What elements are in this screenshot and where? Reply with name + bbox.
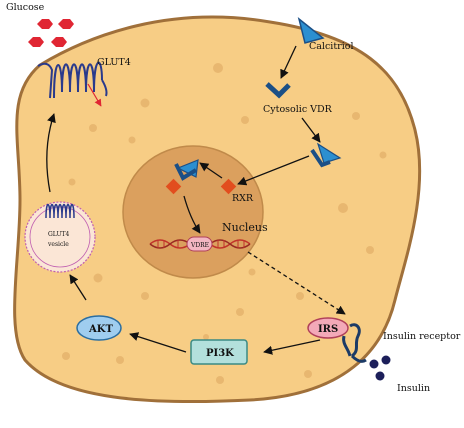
rxr-label: RXR <box>232 193 254 204</box>
glucose-molecules <box>28 19 74 47</box>
glut4-label: GLUT4 <box>97 57 131 68</box>
glut4-vesicle-label-line2: vesicle <box>47 241 69 248</box>
glucose-entry-arrow <box>87 83 102 107</box>
vesicle-to-membrane-arrow <box>46 113 56 193</box>
irs-to-pi3k-arrow <box>263 339 321 355</box>
nucleus-label: Nucleus <box>222 221 268 234</box>
calcitriol-triangle-icon <box>297 17 325 44</box>
complex-to-nucleus-arrow <box>237 155 310 186</box>
glucose-label: Glucose <box>6 2 45 13</box>
irs-label: IRS <box>318 324 338 335</box>
glucose-hexagon-icon <box>28 37 44 47</box>
insulin-dot-icon <box>375 371 385 381</box>
vesicle-glut4-protein-icon <box>45 203 75 219</box>
vdr-to-complex-arrow <box>301 117 321 143</box>
calcitriol-label: Calcitriol <box>309 41 354 52</box>
glut4-vesicle-inner-ring <box>29 206 91 268</box>
pi3k-to-akt-arrow <box>129 332 187 353</box>
glucose-hexagon-icon <box>51 37 67 47</box>
pi3k-node <box>190 339 248 365</box>
vdr-rxr-complex-icon <box>165 159 199 195</box>
rxr-to-vdr-arrow <box>199 162 223 179</box>
vdr-calcitriol-complex-icon <box>310 142 342 168</box>
vdre-to-irs-dashed-arrow <box>247 251 346 315</box>
complex-to-vdre-arrow <box>183 195 201 234</box>
akt-label: AKT <box>88 324 113 335</box>
glut4-transporter-icon <box>37 61 108 99</box>
irs-node <box>307 317 349 339</box>
insulin-dot-icon <box>381 355 391 365</box>
akt-to-vesicle-arrow <box>69 274 87 301</box>
akt-node <box>76 315 122 341</box>
insulin-molecules <box>369 355 391 381</box>
vdre-label: VDRE <box>190 242 209 249</box>
vdre-box <box>186 236 213 252</box>
rxr-diamond-icon <box>220 178 237 195</box>
glut4-vesicle-label-line1: GLUT4 <box>48 231 70 238</box>
calcitriol-to-vdr-arrow <box>280 45 297 79</box>
glut4-vesicle <box>24 201 96 273</box>
insulin-label: Insulin <box>397 383 430 394</box>
pi3k-label: PI3K <box>206 348 234 359</box>
insulin-dot-icon <box>369 359 379 369</box>
insulin-receptor-icon <box>342 323 367 363</box>
glucose-hexagon-icon <box>58 19 74 29</box>
cytosolic-vdr-chevron-icon <box>265 82 291 99</box>
glucose-hexagon-icon <box>37 19 53 29</box>
cytosolic-vdr-label: Cytosolic VDR <box>263 104 333 115</box>
insulin-receptor-label: Insulin receptor <box>383 331 461 342</box>
